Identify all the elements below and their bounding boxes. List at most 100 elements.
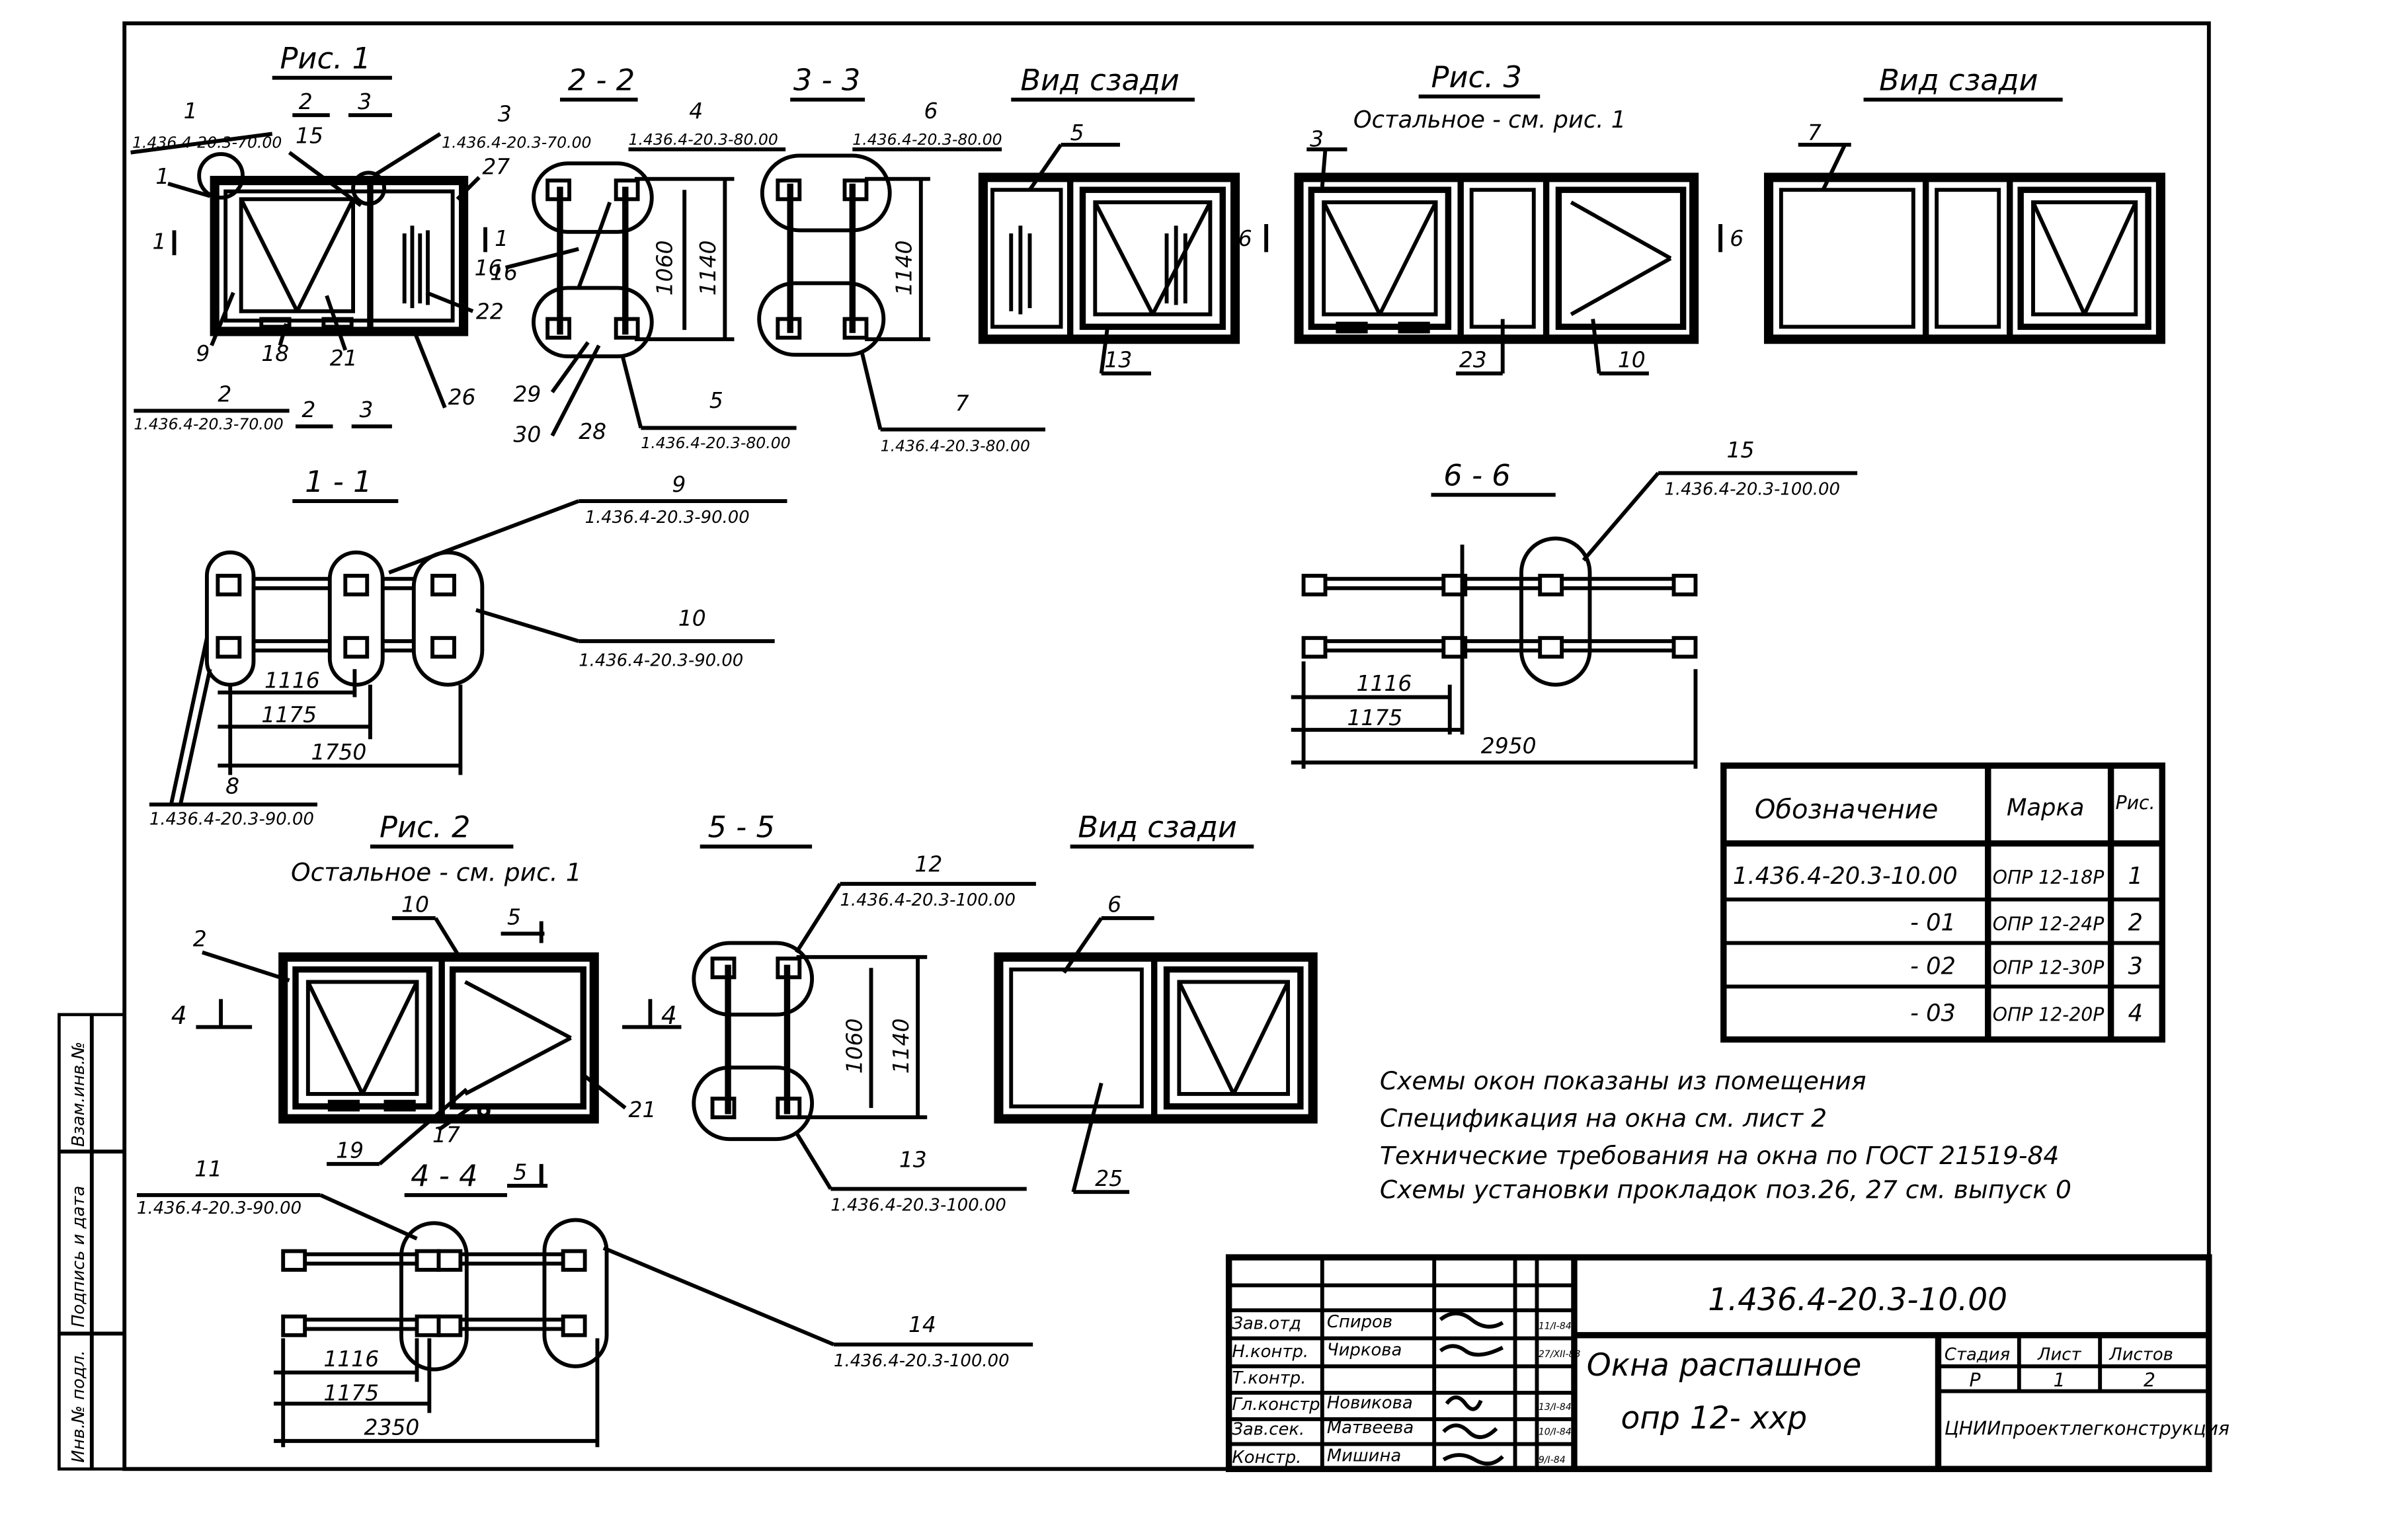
title-sheets-label: Листов <box>2108 1345 2173 1364</box>
rear-view-1-marker-5: 5 <box>1070 120 1084 145</box>
section-1-1-ref9-num: 9 <box>672 471 686 497</box>
section-2-2-ref-top-num: 4 <box>689 98 703 124</box>
figure-3-cut-6-right: 6 <box>1730 225 1744 251</box>
section-3-3-title: 3 - 3 <box>793 63 860 98</box>
rear-view-2-marker-7: 7 <box>1808 120 1822 145</box>
fig1-cut-2-bot: 2 <box>301 397 315 422</box>
mark-table-header-designation: Обозначение <box>1755 795 1938 825</box>
title-name-1: Окна распашное <box>1587 1347 1862 1384</box>
title-name-2: опр 12- ххр <box>1621 1400 1808 1436</box>
title-role-4: Зав.сек. <box>1232 1419 1304 1439</box>
title-stage: Р <box>1970 1369 1981 1391</box>
title-date-3: 13/I-84 <box>1539 1402 1572 1413</box>
figure-2-cut-4-right: 4 <box>661 1001 677 1030</box>
section-5-5-dim-1060: 1060 <box>841 1018 867 1074</box>
title-block: 1.436.4-20.3-10.00 Окна распашное опр 12… <box>1225 1254 2229 1472</box>
section-1-1-dim-1175: 1175 <box>261 701 317 727</box>
section-4-4-dim-1175: 1175 <box>323 1380 379 1406</box>
fig1-callout-1-num: 1 <box>184 98 198 124</box>
note-3: Технические требования на окна по ГОСТ 2… <box>1380 1141 2059 1170</box>
rear-view-1: Вид сзади 5 13 <box>978 63 1240 375</box>
fig1-callout-2-num: 2 <box>218 381 231 407</box>
fig1-marker-1-left: 1 <box>155 163 169 189</box>
rear-view-2: Вид сзади 7 <box>1763 63 2165 344</box>
side-stamp-replace: Взам.инв.№ <box>69 1042 89 1147</box>
fig1-cut-1-left: 1 <box>153 229 167 254</box>
section-3-3-ref-top-num: 6 <box>924 98 938 124</box>
figure-2-marker-19: 19 <box>336 1137 364 1163</box>
fig1-marker-18: 18 <box>261 340 289 366</box>
mark-table-row-0-designation: 1.436.4-20.3-10.00 <box>1733 863 1958 890</box>
figure-3-title: Рис. 3 <box>1431 59 1521 95</box>
section-2-2: 2 - 2 1060 1140 4 1.436.4-20.3-80.00 16 … <box>490 63 797 452</box>
title-date-1: 27/XII-83 <box>1539 1349 1581 1360</box>
rear-view-3-marker-25: 25 <box>1095 1165 1123 1191</box>
section-6-6-dim-2950: 2950 <box>1481 732 1537 758</box>
section-3-3: 3 - 3 1140 6 1.436.4-20.3-80.00 7 1.436.… <box>757 63 1046 455</box>
title-role-0: Зав.отд <box>1232 1313 1301 1333</box>
sheet-frame <box>58 21 2211 1471</box>
mark-table-row-3-mark: ОПР 12-20Р <box>1993 1003 2104 1025</box>
section-5-5-ref-bot-num: 13 <box>899 1147 927 1173</box>
fig1-marker-16: 16 <box>475 255 502 281</box>
rear-view-1-title: Вид сзади <box>1020 63 1179 98</box>
title-name-3: Новикова <box>1327 1393 1413 1413</box>
figure-1-title: Рис. 1 <box>280 41 370 76</box>
fig1-cut-3-bot: 3 <box>359 397 373 422</box>
section-1-1-ref8-num: 8 <box>225 773 239 799</box>
fig1-marker-27: 27 <box>482 154 510 180</box>
section-3-3-ref-bot-num: 7 <box>955 390 969 416</box>
section-5-5-ref-top-num: 12 <box>914 851 942 877</box>
title-role-1: Н.контр. <box>1232 1342 1308 1362</box>
fig1-cut-1-right: 1 <box>495 225 508 251</box>
section-2-2-marker-29: 29 <box>513 381 541 407</box>
section-2-2-dim-1140: 1140 <box>695 240 721 295</box>
title-date-4: 10/I-84 <box>1539 1427 1572 1437</box>
note-4: Схемы установки прокладок поз.26, 27 см.… <box>1380 1175 2071 1204</box>
note-2: Спецификация на окна см. лист 2 <box>1380 1103 1827 1132</box>
fig1-marker-26: 26 <box>448 384 476 410</box>
note-1: Схемы окон показаны из помещения <box>1380 1066 1866 1095</box>
section-1-1-dim-1750: 1750 <box>311 739 367 765</box>
figure-2-cut-4-left: 4 <box>171 1001 187 1030</box>
fig1-callout-3-num: 3 <box>498 101 512 127</box>
section-2-2-marker-28: 28 <box>579 418 606 444</box>
section-5-5-ref-bot: 1.436.4-20.3-100.00 <box>830 1195 1006 1215</box>
title-sheet: 1 <box>2054 1369 2066 1391</box>
figure-3-marker-3: 3 <box>1310 126 1324 151</box>
section-3-3-dim-1140: 1140 <box>891 240 917 295</box>
section-1-1: 1 - 1 1116 1175 1750 9 1.436.4-20.3-90.0… <box>149 464 787 830</box>
mark-table-row-2-designation: - 02 <box>1910 953 1956 980</box>
rear-view-2-title: Вид сзади <box>1879 63 2038 98</box>
title-date-0: 11/I-84 <box>1539 1321 1572 1331</box>
section-1-1-ref9: 1.436.4-20.3-90.00 <box>585 508 750 528</box>
mark-table-row-1-fig: 2 <box>2128 910 2143 937</box>
fig1-callout-2-ref: 1.436.4-20.3-70.00 <box>134 415 283 434</box>
fig1-marker-15: 15 <box>296 123 323 149</box>
side-stamp: Инв.№ подл. Подпись и дата Взам.инв.№ <box>69 1042 89 1463</box>
title-name-0: Спиров <box>1327 1312 1392 1332</box>
section-4-4-ref14: 1.436.4-20.3-100.00 <box>834 1351 1010 1371</box>
mark-table-row-1-designation: - 01 <box>1910 910 1956 937</box>
section-6-6-ref-num: 15 <box>1727 437 1755 463</box>
mark-table-header-fig: Рис. <box>2116 792 2155 814</box>
figure-1: Рис. 1 1 1.436.4-20.3-70.00 2 3 15 3 1.4… <box>130 41 592 434</box>
notes: Схемы окон показаны из помещения Специфи… <box>1380 1066 2071 1204</box>
figure-2-marker-21: 21 <box>628 1097 656 1122</box>
mark-table-header-mark: Марка <box>2007 795 2084 822</box>
title-stage-label: Стадия <box>1945 1345 2010 1364</box>
section-6-6: 6 - 6 1116 1175 2950 15 1.436.4-20.3-100… <box>1291 437 1858 769</box>
figure-2-marker-10: 10 <box>401 891 429 917</box>
rear-view-3: Вид сзади 6 25 <box>994 809 1318 1194</box>
section-4-4-ref11-num: 11 <box>194 1156 222 1182</box>
mark-table-row-2-fig: 3 <box>2128 953 2143 980</box>
figure-3-marker-10: 10 <box>1618 347 1646 373</box>
side-stamp-inv: Инв.№ подл. <box>69 1350 89 1462</box>
title-role-2: Т.контр. <box>1232 1368 1306 1388</box>
section-4-4-dim-2350: 2350 <box>364 1414 420 1440</box>
section-4-4-dim-1116: 1116 <box>323 1346 379 1372</box>
section-1-1-ref8: 1.436.4-20.3-90.00 <box>149 810 314 830</box>
mark-table-row-3-designation: - 03 <box>1910 999 1956 1027</box>
section-4-4-title: 4 - 4 <box>411 1158 477 1193</box>
fig1-cut-2-top: 2 <box>299 89 313 114</box>
